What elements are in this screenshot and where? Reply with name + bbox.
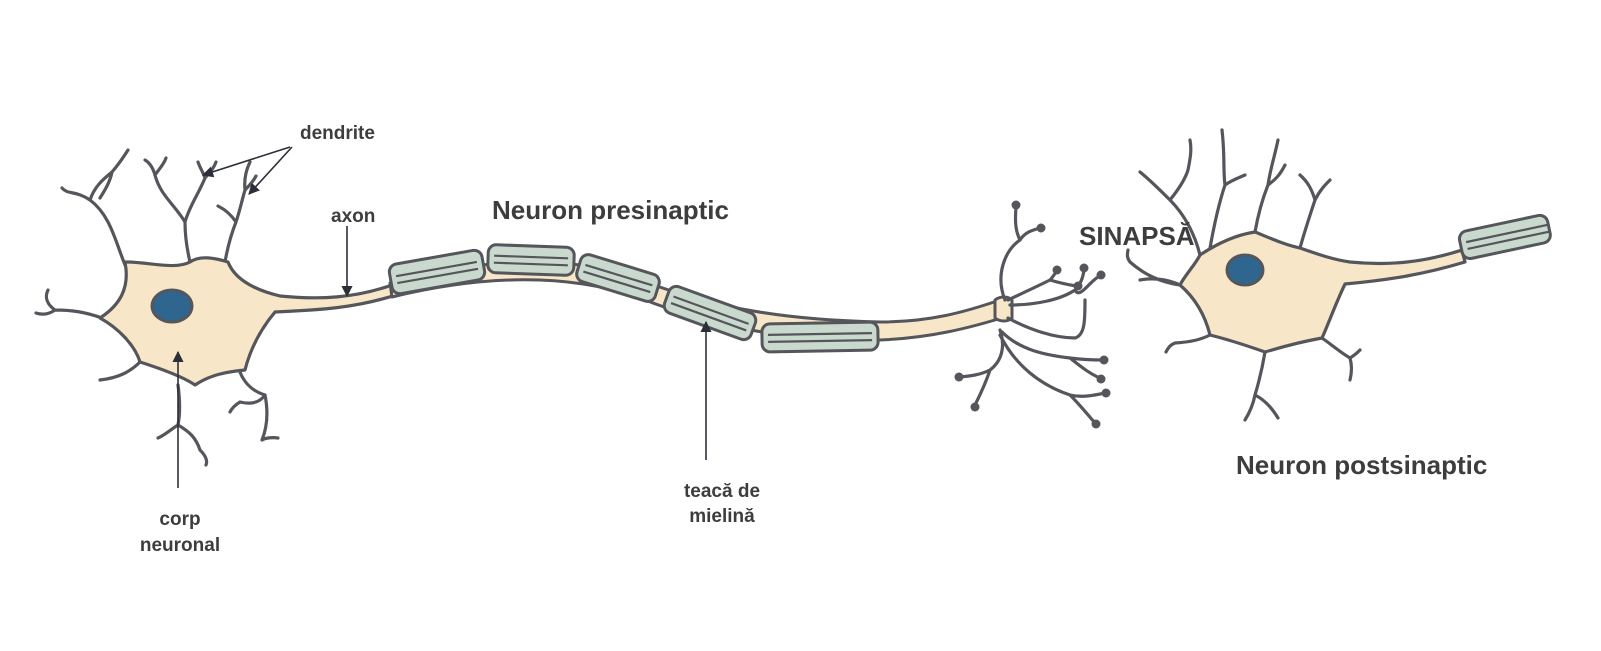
label-synapse: SINAPSĂ (1079, 221, 1195, 251)
presynaptic-neuron (34, 148, 398, 467)
myelin-segment (575, 253, 661, 303)
dendrite-pointer-left (201, 146, 291, 178)
postsynaptic-myelin-segment (1457, 213, 1552, 261)
postsynaptic-cell-body (1178, 230, 1467, 354)
label-myelin-line2: mielină (689, 506, 755, 527)
presynaptic-dendrites (34, 148, 280, 467)
label-postsynaptic-neuron: Neuron postsinaptic (1236, 450, 1487, 480)
label-axon: axon (331, 206, 375, 227)
label-dendrites: dendrite (300, 123, 375, 144)
myelin-segment (486, 243, 576, 277)
postsynaptic-neuron (1125, 128, 1552, 422)
label-cell-body-line2: neuronal (140, 535, 220, 556)
presynaptic-nucleus (150, 288, 194, 324)
myelin-segment (387, 248, 487, 296)
axon-terminals (954, 200, 1111, 429)
label-myelin-line1: teacă de (684, 481, 760, 502)
presynaptic-cell-body (98, 256, 398, 387)
label-presynaptic-neuron: Neuron presinaptic (492, 195, 729, 225)
label-cell-body-line1: corp (159, 509, 200, 530)
postsynaptic-nucleus (1225, 253, 1265, 287)
myelin-sheath (387, 243, 880, 354)
postsynaptic-dendrites (1125, 128, 1362, 422)
myelin-segment (662, 284, 758, 342)
dendrite-pointer-right (248, 146, 293, 195)
label-pointers (172, 146, 712, 488)
presynaptic-axon (387, 243, 1010, 354)
myelin-segment (760, 320, 880, 354)
